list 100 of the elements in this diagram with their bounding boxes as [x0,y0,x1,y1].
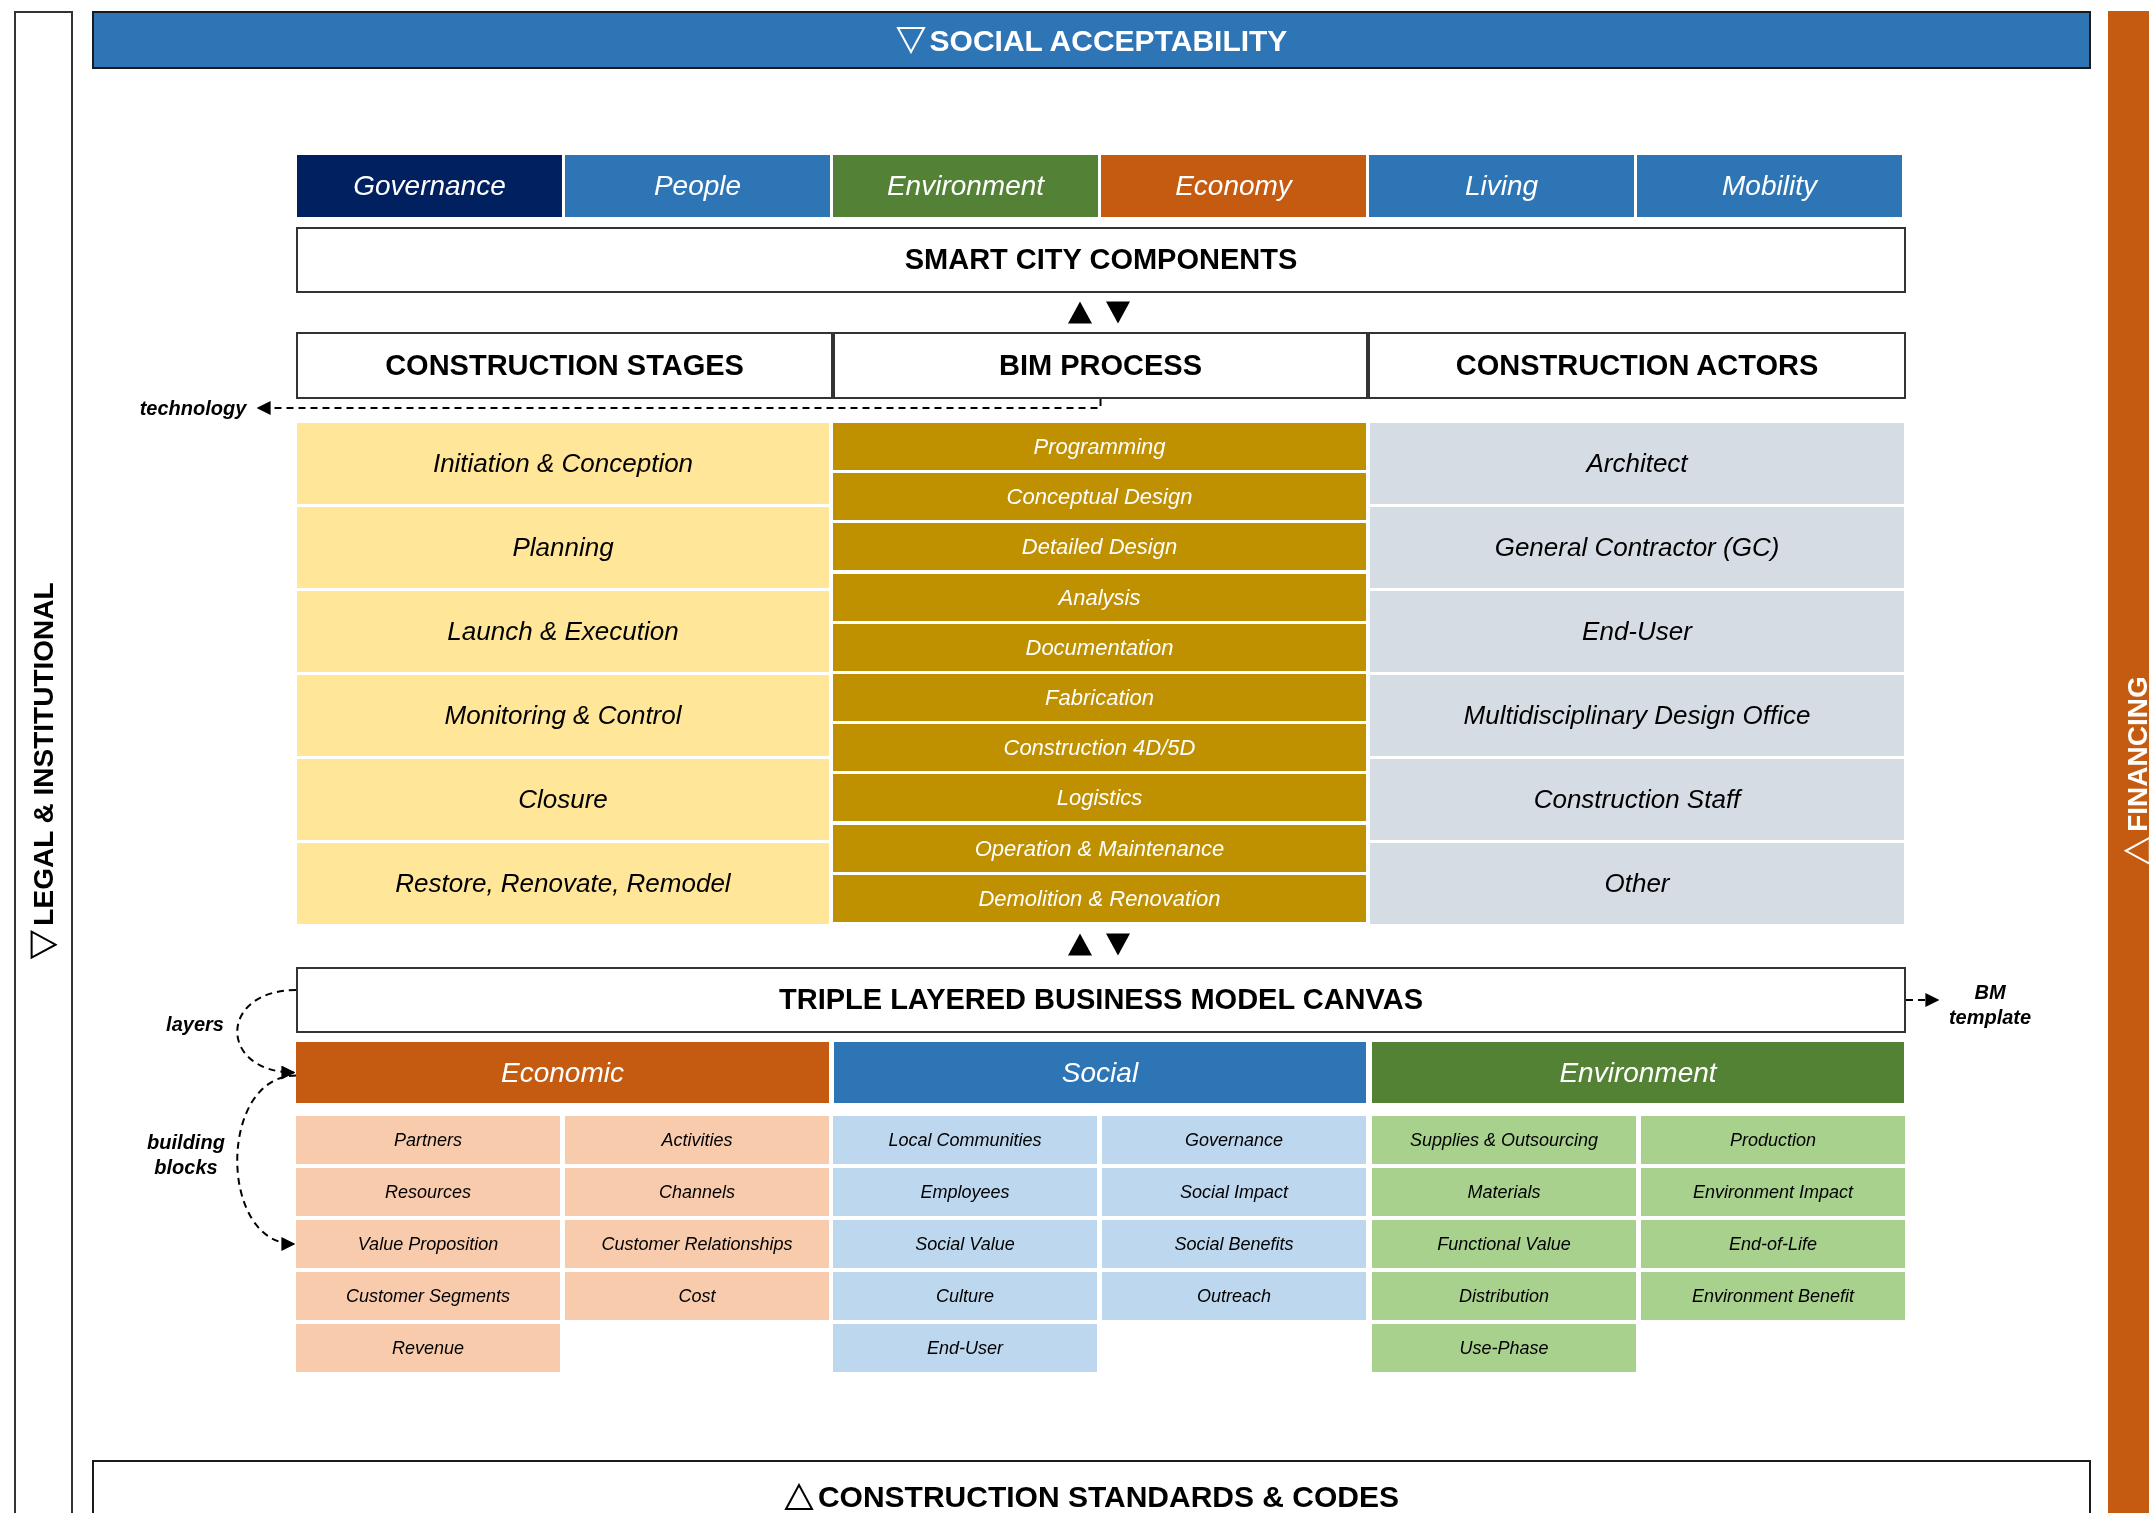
block-label: End-of-Life [1728,1232,1818,1256]
header-box [296,227,1906,293]
side-panel [14,11,73,1513]
category-tile [297,155,562,217]
process-label: Fabrication [1045,684,1154,712]
block-cell [296,1272,560,1320]
category-tile [1101,155,1366,217]
dashed-arrow [236,1074,297,1249]
actor-cell [1370,675,1904,756]
layer-title: Economic [501,1055,624,1090]
category-label: Economy [1175,169,1292,203]
block-label: Customer Segments [345,1284,511,1308]
actor-cell [1370,423,1904,504]
block-label: Partners [394,1128,462,1152]
side-panel-title: LEGAL & INSTITUTIONAL [26,582,60,926]
stage-cell [297,759,829,840]
block-arrow [1106,933,1130,956]
block-cell [296,1220,560,1268]
stage-label: Planning [512,531,614,564]
block-label: Use-Phase [1459,1336,1549,1360]
stage-cell [297,507,829,588]
block-label: Social Value [915,1232,1015,1256]
actor-label: Construction Staff [1533,783,1741,816]
block-arrow [1068,301,1092,324]
stage-label: Restore, Renovate, Remodel [395,867,731,900]
process-label: Conceptual Design [1006,483,1193,512]
footer-title: CONSTRUCTION STANDARDS & CODES [817,1479,1400,1513]
process-cell [833,573,1366,621]
header-box [1368,332,1906,399]
process-label: Logistics [1056,784,1143,813]
block-cell [1372,1220,1636,1268]
category-label: People [653,169,742,203]
dashed-arrow [1905,993,1940,1007]
process-cell [833,724,1366,772]
banner-bar [92,11,2091,69]
block-cell [833,1324,1097,1372]
block-cell [1372,1324,1636,1372]
category-tile [565,155,830,217]
header-box [833,332,1368,399]
block-cell [296,1116,560,1164]
block-label: Value Proposition [357,1232,499,1256]
block-label: Employees [920,1180,1010,1204]
actor-cell [1370,759,1904,840]
block-label: End-User [927,1336,1003,1360]
layer-title: Social [1061,1055,1139,1090]
layer-bar [296,1042,829,1103]
block-cell [1372,1272,1636,1320]
actor-label: Other [1604,867,1670,900]
process-label: Documentation [1025,633,1174,662]
process-cell [833,674,1366,721]
side-panel-title: FINANCING [2121,676,2149,832]
category-tile [833,155,1098,217]
block-arrow [1106,301,1130,324]
category-label: Living [1464,169,1539,203]
header-box [296,332,833,399]
footer-bar [92,1460,2091,1513]
stage-cell [297,843,829,924]
layer-bar [1372,1042,1904,1103]
category-label: Governance [353,169,506,203]
banner-title: SOCIAL ACCEPTABILITY [929,22,1288,59]
block-cell [565,1220,829,1268]
stage-label: Launch & Execution [447,615,679,648]
actor-label: Architect [1586,447,1688,480]
block-cell [833,1168,1097,1216]
process-cell [833,523,1366,571]
block-cell [1102,1116,1366,1164]
block-label: Supplies & Outsourcing [1409,1128,1599,1152]
process-label: Analysis [1058,583,1141,612]
stage-cell [297,591,829,672]
stage-label: Closure [518,783,608,816]
stage-label: Initiation & Conception [432,447,694,480]
header-title: SMART CITY COMPONENTS [904,242,1298,278]
block-label: Revenue [391,1336,465,1360]
process-label: Operation & Maintenance [974,834,1225,863]
block-label: Outreach [1196,1284,1271,1308]
block-cell [565,1272,829,1320]
block-cell [1641,1116,1905,1164]
header-box [296,967,1906,1033]
process-cell [833,824,1366,872]
actor-cell [1370,591,1904,672]
process-cell [833,623,1366,671]
process-cell [833,423,1366,470]
block-label: Local Communities [888,1128,1042,1152]
block-label: Functional Value [1437,1232,1571,1256]
stage-cell [297,423,829,504]
header-title: CONSTRUCTION STAGES [385,347,744,383]
stage-cell [297,675,829,756]
block-cell [1641,1168,1905,1216]
category-tile [1369,155,1634,217]
block-cell [1372,1116,1636,1164]
block-label: Activities [661,1128,733,1152]
actor-label: Multidisciplinary Design Office [1463,699,1811,732]
header-title: TRIPLE LAYERED BUSINESS MODEL CANVAS [779,982,1423,1018]
process-cell [833,774,1366,822]
block-cell [565,1168,829,1216]
block-label: Culture [936,1284,994,1308]
dashed-arrow [256,398,1102,415]
actor-label: End-User [1582,615,1692,648]
category-tile [1637,155,1902,217]
block-arrow [1068,933,1092,956]
